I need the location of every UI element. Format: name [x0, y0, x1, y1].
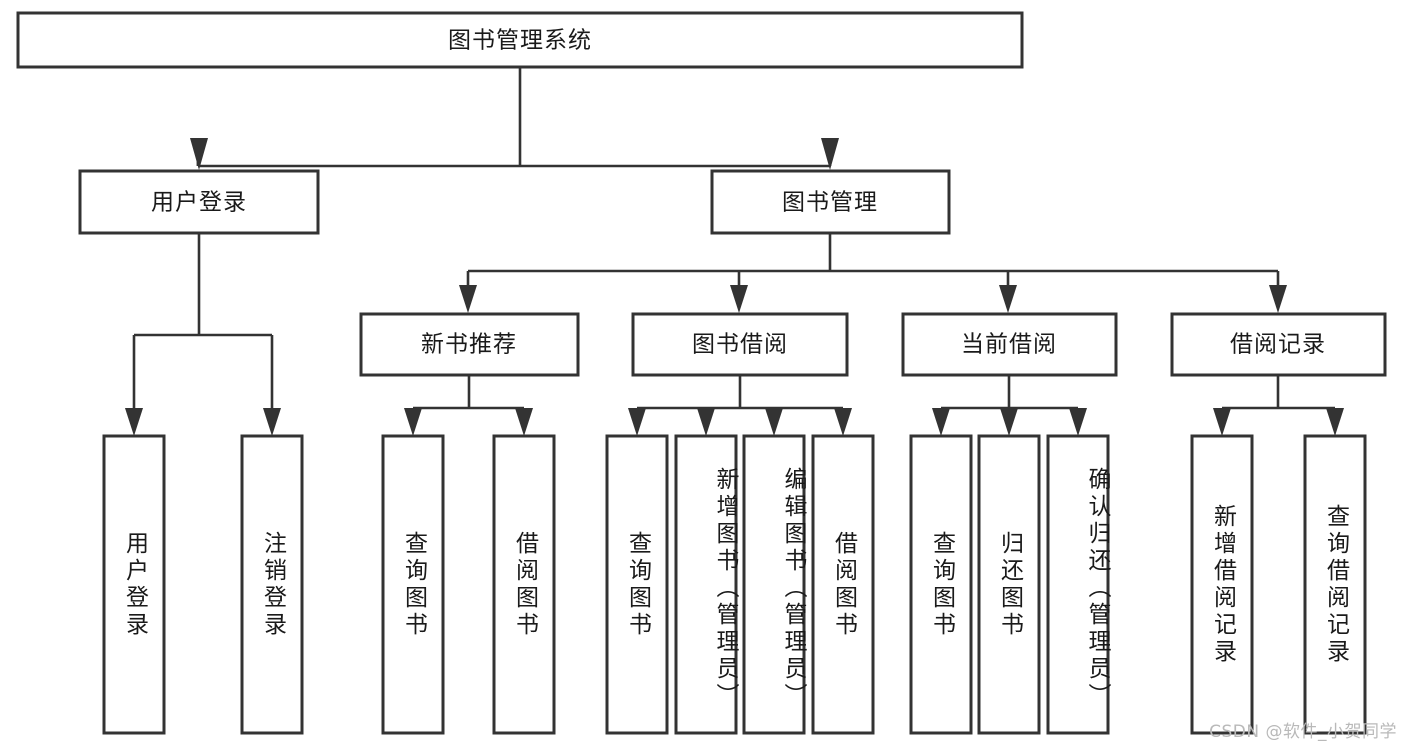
- connector-group-user-login: [132, 233, 274, 420]
- leaf-box-borrowrecord-add[interactable]: [1190, 434, 1254, 735]
- connector-group-new-book: [411, 375, 526, 420]
- leaf-box-borrowrecord-query[interactable]: [1303, 434, 1367, 735]
- leaf-box-currentborrow-return[interactable]: [977, 434, 1041, 735]
- arrowhead-to-user-login: [190, 138, 208, 170]
- leaf-box-user-logout[interactable]: [240, 434, 304, 735]
- leaf-box-group: [102, 434, 1367, 735]
- arrowhead-leaf-borrowrecord-2: [1326, 408, 1344, 436]
- leaf-box-bookborrow-borrow[interactable]: [811, 434, 875, 735]
- arrowhead-to-book-borrow: [730, 285, 748, 313]
- connector-group-book-manage: [466, 233, 1280, 298]
- arrowhead-leaf-bookborrow-4: [834, 408, 852, 436]
- arrowhead-leaf-newbook-2: [515, 408, 533, 436]
- arrowhead-leaf-borrowrecord-1: [1213, 408, 1231, 436]
- node-new-book-label: 新书推荐: [421, 332, 517, 358]
- leaf-box-user-login[interactable]: [102, 434, 166, 735]
- arrowhead-leaf-user-1: [125, 408, 143, 436]
- arrowhead-leaf-bookborrow-2: [697, 408, 715, 436]
- node-book-manage-box[interactable]: [710, 169, 951, 235]
- leaf-box-newbook-query[interactable]: [381, 434, 445, 735]
- arrowhead-leaf-currentborrow-2: [1000, 408, 1018, 436]
- arrowhead-to-borrow-record: [1269, 285, 1287, 313]
- node-borrow-record-label: 借阅记录: [1230, 332, 1326, 358]
- leaf-box-newbook-borrow[interactable]: [492, 434, 556, 735]
- connector-group-borrow-record: [1220, 375, 1337, 420]
- arrowhead-leaf-bookborrow-1: [628, 408, 646, 436]
- arrowhead-leaf-newbook-1: [404, 408, 422, 436]
- leaf-box-bookborrow-add[interactable]: [674, 434, 738, 735]
- connector-group-root: [196, 67, 832, 168]
- node-new-book-box[interactable]: [359, 312, 580, 377]
- leaf-box-bookborrow-edit[interactable]: [742, 434, 806, 735]
- node-user-login-label: 用户登录: [151, 190, 247, 216]
- node-root-box[interactable]: [16, 11, 1024, 69]
- node-root-label: 图书管理系统: [448, 28, 592, 54]
- arrowhead-leaf-currentborrow-1: [932, 408, 950, 436]
- arrowhead-to-new-book: [459, 285, 477, 313]
- arrowhead-leaf-bookborrow-3: [765, 408, 783, 436]
- arrowhead-leaf-currentborrow-3: [1069, 408, 1087, 436]
- leaf-box-currentborrow-query[interactable]: [909, 434, 973, 735]
- connector-group-book-borrow: [635, 375, 845, 420]
- leaf-box-currentborrow-confirm[interactable]: [1046, 434, 1110, 735]
- arrowhead-to-book-manage: [821, 138, 839, 170]
- arrowhead-to-current-borrow: [999, 285, 1017, 313]
- leaf-box-bookborrow-query[interactable]: [605, 434, 669, 735]
- arrowhead-group: [125, 138, 1344, 436]
- node-current-borrow-label: 当前借阅: [961, 332, 1057, 358]
- arrowhead-leaf-user-2: [263, 408, 281, 436]
- node-book-manage-label: 图书管理: [782, 190, 878, 216]
- csdn-watermark: CSDN @软件_小贺同学: [1209, 722, 1397, 742]
- node-book-borrow-label: 图书借阅: [692, 332, 788, 358]
